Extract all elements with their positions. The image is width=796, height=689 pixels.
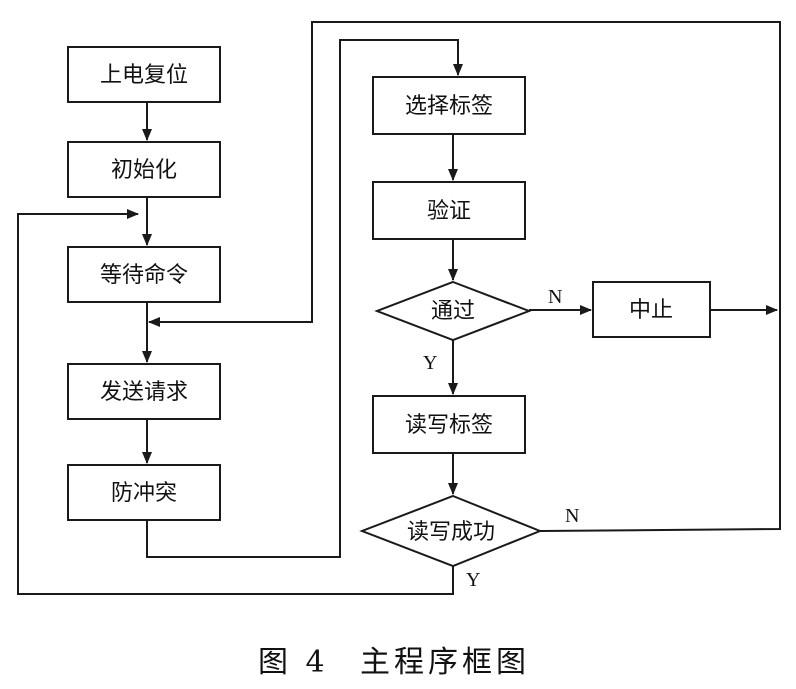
- figure-title: 主程序框图: [360, 645, 530, 680]
- label-pass-yes: Y: [423, 352, 437, 374]
- label-pass-no: N: [548, 286, 562, 308]
- decision-read-write-success: 读写成功: [359, 494, 543, 568]
- node-read-write-tag-label: 读写标签: [405, 413, 493, 438]
- decision-read-write-success-label: 读写成功: [407, 520, 495, 545]
- node-init-label: 初始化: [111, 158, 177, 183]
- node-read-write-tag: 读写标签: [372, 395, 526, 454]
- arrow-anticollision-to-select: [146, 39, 463, 558]
- arrow-success-yes-return: [17, 209, 454, 595]
- figure-number: 图 4: [258, 645, 329, 680]
- node-verify-label: 验证: [427, 199, 471, 224]
- node-power-reset-label: 上电复位: [100, 63, 188, 88]
- decision-pass: 通过: [374, 280, 532, 342]
- decision-pass-label: 通过: [431, 299, 475, 324]
- node-send-request: 发送请求: [67, 363, 221, 420]
- node-verify: 验证: [372, 181, 526, 240]
- node-init: 初始化: [67, 141, 221, 198]
- arrow-success-no-return: [148, 21, 781, 532]
- node-wait-command: 等待命令: [67, 246, 221, 303]
- node-select-tag: 选择标签: [372, 76, 526, 135]
- node-abort: 中止: [592, 281, 711, 338]
- node-send-request-label: 发送请求: [100, 380, 188, 405]
- node-power-reset: 上电复位: [67, 46, 221, 103]
- node-anticollision-label: 防冲突: [111, 481, 177, 506]
- label-success-no: N: [565, 505, 579, 527]
- node-abort-label: 中止: [629, 298, 673, 323]
- node-select-tag-label: 选择标签: [405, 94, 493, 119]
- label-success-yes: Y: [466, 569, 480, 591]
- node-wait-command-label: 等待命令: [100, 263, 188, 288]
- node-anticollision: 防冲突: [67, 464, 221, 521]
